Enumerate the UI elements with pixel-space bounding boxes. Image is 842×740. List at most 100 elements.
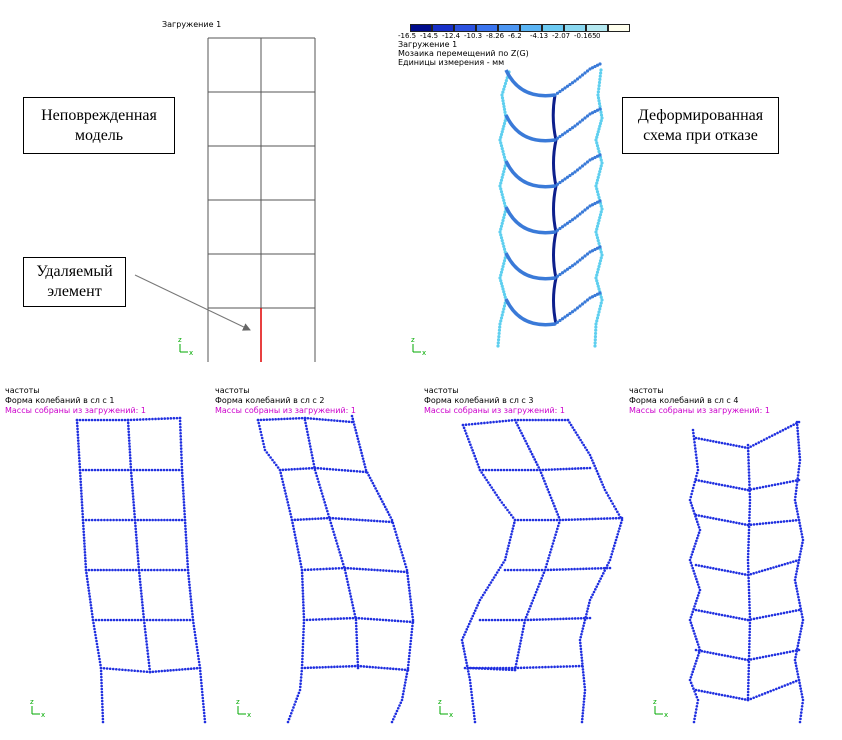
mesh-node [375,618,379,621]
m4-beam-right [746,648,801,662]
mesh-node [496,341,500,345]
mesh-node [180,518,184,522]
mesh-node [799,530,803,533]
mesh-node [796,435,800,438]
mesh-node [568,265,572,270]
mesh-node [797,608,801,612]
mesh-node [349,567,353,570]
mesh-node [99,666,103,670]
m2-col-mid [303,418,360,670]
mesh-node [288,714,292,718]
mesh-node [569,423,573,427]
mesh-node [150,468,154,472]
mesh-node [355,627,358,631]
mesh-node [795,422,798,425]
mesh-node [468,678,472,682]
mesh-node [493,491,497,494]
mesh-node [94,618,98,622]
mesh-node [735,486,738,490]
mesh-node [530,452,534,456]
mesh-node [795,667,799,670]
mesh-node [134,524,137,528]
mesh-node [747,654,751,658]
mesh-node [258,427,262,431]
mesh-node [764,485,768,488]
mesh-node [90,518,94,522]
mesh-node [577,436,581,439]
mesh-node [797,598,801,602]
mesh-node [144,633,148,637]
mesh-node [489,581,493,584]
mesh-node [384,520,388,523]
m2-beam [256,416,307,422]
mesh-node [293,703,296,706]
mesh-node [550,617,553,621]
mesh-node [133,512,136,516]
mesh-node [396,539,400,542]
mesh-node [503,250,507,254]
mesh-node [565,175,570,179]
mesh-node [84,568,88,572]
mesh-node [697,609,701,612]
mesh-node [291,524,295,528]
mesh-node [102,418,106,422]
mesh-node [141,609,145,613]
mesh-node [801,701,804,705]
mesh-node [499,178,504,182]
mesh-node [355,469,359,473]
mesh-node [694,648,698,652]
mesh-node [538,468,542,472]
mesh-node [95,642,99,646]
mesh-node [560,418,564,422]
mesh-node [801,618,805,622]
mesh-node [769,689,772,693]
mesh-node [408,589,411,592]
mesh-node [595,319,599,323]
mesh-node [501,102,506,106]
mesh-node [766,690,770,694]
mesh-node [306,433,310,437]
mesh-node [321,617,324,621]
mesh-node [749,523,753,527]
mesh-node [182,501,186,504]
mesh-node [115,518,118,522]
mesh-node [197,660,201,664]
mesh-node [308,445,312,448]
mesh-node [585,69,590,73]
mesh-node [486,586,490,589]
mesh-node [568,665,572,668]
mesh-node [501,149,505,154]
mesh-node [746,443,750,447]
mesh-node [595,154,600,158]
mesh-node [186,559,189,563]
mesh-node [525,568,528,572]
mesh-node [322,467,326,471]
mesh-node [576,518,580,521]
mesh-node [556,617,559,621]
mesh-node [472,612,476,615]
mesh-node [498,138,502,142]
mesh-node [490,486,493,489]
mesh-node [573,617,577,620]
mesh-node [398,704,401,707]
legend-value: -6.2 [508,32,522,40]
mesh-node [694,692,698,696]
mesh-node [544,665,547,669]
mesh-node [502,170,506,174]
mesh-node [537,418,540,422]
mesh-node [735,521,738,525]
mesh-node [108,568,111,572]
mesh-node [140,592,143,595]
mesh-node [100,684,103,688]
mesh-node [794,559,798,563]
mesh-node [585,160,590,164]
mesh-node [764,521,768,525]
mesh-node [397,667,401,671]
mesh-node [557,515,561,519]
mesh-node [85,574,89,578]
mode4-form: Форма колебаний в сл с 4 [629,396,739,405]
mesh-node [767,521,771,525]
mesh-node [465,664,469,668]
mesh-node [144,637,148,640]
mesh-node [558,318,562,323]
